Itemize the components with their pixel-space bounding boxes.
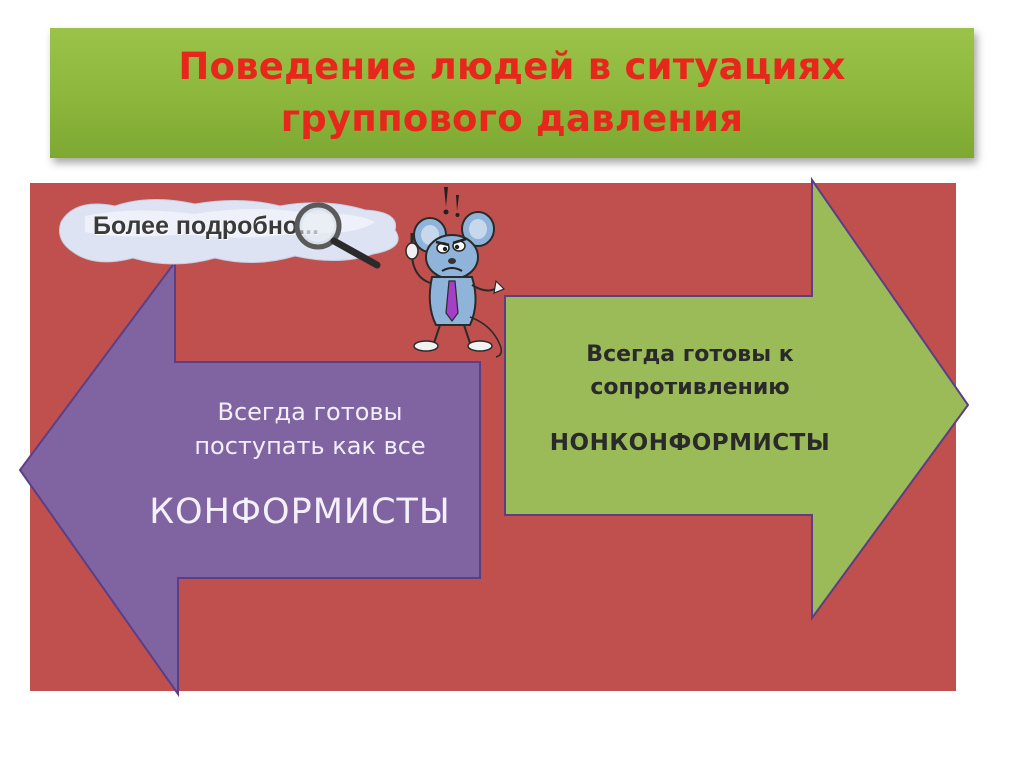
conformists-description: Всегда готовы поступать как все — [140, 395, 480, 463]
conformists-description-line-2: поступать как все — [194, 432, 426, 460]
more-details-label: Более подробно... — [93, 212, 320, 240]
conformists-description-line-1: Всегда готовы — [217, 398, 403, 426]
more-details-link[interactable]: Более подробно... — [55, 192, 410, 270]
nonconformists-description-line-2: сопротивлению — [590, 375, 790, 400]
magnifier-icon — [294, 202, 381, 269]
title-line-2: группового давления — [280, 97, 744, 140]
left-arrow-shape — [18, 258, 481, 698]
conformists-label: КОНФОРМИСТЫ — [149, 492, 451, 532]
right-arrow-shape — [504, 176, 970, 622]
title-banner: Поведение людей в ситуациях группового д… — [50, 28, 974, 158]
slide-title: Поведение людей в ситуациях группового д… — [178, 41, 845, 145]
nonconformists-description: Всегда готовы к сопротивлению — [520, 338, 860, 404]
title-line-1: Поведение людей в ситуациях — [178, 45, 846, 88]
nonconformists-description-line-1: Всегда готовы к — [586, 342, 794, 367]
mouse-character-icon — [405, 187, 506, 358]
nonconformists-label: НОНКОНФОРМИСТЫ — [549, 430, 831, 456]
